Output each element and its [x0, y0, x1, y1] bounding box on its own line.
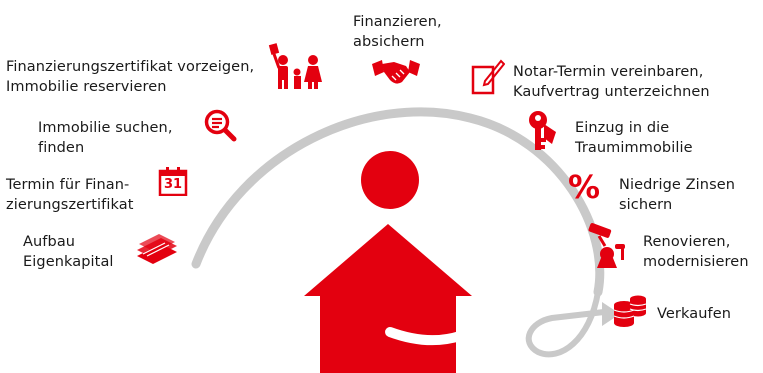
- arrow-head-icon: [602, 302, 620, 326]
- step-renovieren: Renovieren, modernisieren: [643, 232, 749, 272]
- step-verkaufen: Verkaufen: [657, 304, 731, 324]
- step-notar-termin: Notar-Termin vereinbaren, Kaufvertrag un…: [513, 62, 710, 102]
- step-label-line2: modernisieren: [643, 254, 749, 270]
- percent-icon: %: [568, 168, 601, 206]
- house-shape: [304, 224, 472, 373]
- step-zertifikat-vorzeigen: Finanzierungszertifikat vorzeigen, Immob…: [6, 57, 254, 97]
- magnifier-icon: [204, 109, 237, 142]
- key-icon: [529, 111, 556, 150]
- contract-pen-icon: [471, 59, 505, 95]
- coins-icon: [613, 295, 647, 327]
- calendar-day: 31: [163, 177, 183, 192]
- step-label-line2: Eigenkapital: [23, 254, 114, 270]
- step-label-line1: Renovieren,: [643, 234, 731, 250]
- step-label-line2: Traumimmobilie: [575, 140, 693, 156]
- calendar-icon: 31: [158, 166, 188, 196]
- step-immobilie-suchen: Immobilie suchen, finden: [38, 118, 173, 158]
- step-label-line2: absichern: [353, 34, 425, 50]
- step-label-line2: sichern: [619, 197, 673, 213]
- step-label-line1: Aufbau: [23, 234, 76, 250]
- paint-roller-icon: [588, 223, 625, 268]
- step-niedrige-zinsen: Niedrige Zinsen sichern: [619, 175, 735, 215]
- step-label-line1: Termin für Finan-: [6, 177, 130, 193]
- family-icon: [268, 43, 322, 89]
- money-stack-icon: [137, 234, 177, 264]
- step-einzug: Einzug in die Traumimmobilie: [575, 118, 693, 158]
- step-aufbau-eigenkapital: Aufbau Eigenkapital: [23, 232, 114, 272]
- journey-arc: [191, 107, 605, 297]
- step-label-line2: zierungszertifikat: [6, 197, 134, 213]
- smile-curve: [385, 327, 465, 346]
- step-label-line1: Einzug in die: [575, 120, 670, 136]
- step-label-line1: Immobilie suchen,: [38, 120, 173, 136]
- step-label-line2: Kaufvertrag unterzeichnen: [513, 84, 710, 100]
- step-label-line2: finden: [38, 140, 85, 156]
- step-label-line1: Verkaufen: [657, 306, 732, 322]
- step-termin-zertifikat: Termin für Finan- zierungszertifikat: [6, 175, 134, 215]
- step-label-line2: Immobilie reservieren: [6, 79, 167, 95]
- step-label-line1: Finanzierungszertifikat vorzeigen,: [6, 59, 255, 75]
- person-head: [361, 151, 419, 209]
- house-person-icon: [304, 151, 472, 373]
- step-label-line1: Finanzieren,: [353, 14, 442, 30]
- step-label-line1: Notar-Termin vereinbaren,: [513, 64, 704, 80]
- journey-return-loop: [525, 289, 607, 358]
- handshake-icon: [372, 60, 420, 84]
- step-finanzieren: Finanzieren, absichern: [353, 12, 442, 52]
- step-label-line1: Niedrige Zinsen: [619, 177, 736, 193]
